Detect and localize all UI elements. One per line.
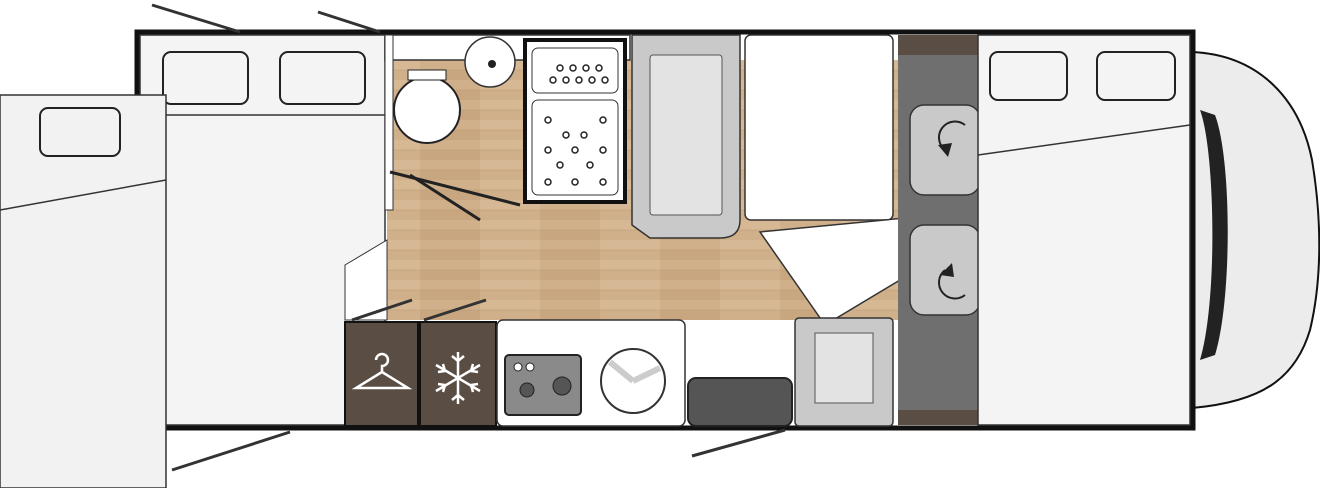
snowflake-icon: [435, 352, 481, 404]
bathroom-side: [384, 34, 394, 211]
pillow: [162, 51, 249, 105]
pillow: [279, 51, 366, 105]
hob[interactable]: [504, 354, 582, 416]
pillow: [1096, 51, 1176, 101]
passenger-seat[interactable]: [909, 224, 981, 316]
pillow: [989, 51, 1068, 101]
toilet: [393, 76, 461, 144]
shower-drain-dots: [544, 64, 609, 186]
pull-out-bed: [0, 94, 167, 488]
driver-seat[interactable]: [909, 104, 981, 196]
vehicle-front: [1191, 50, 1320, 410]
wardrobe[interactable]: [344, 321, 419, 427]
hanger-icon: [351, 352, 413, 390]
pillow: [39, 107, 121, 157]
windshield: [1200, 110, 1228, 360]
step: [687, 377, 793, 427]
entry-door[interactable]: [691, 428, 786, 458]
bathroom-left-wall: [344, 239, 388, 321]
dinette-table: [744, 34, 894, 221]
